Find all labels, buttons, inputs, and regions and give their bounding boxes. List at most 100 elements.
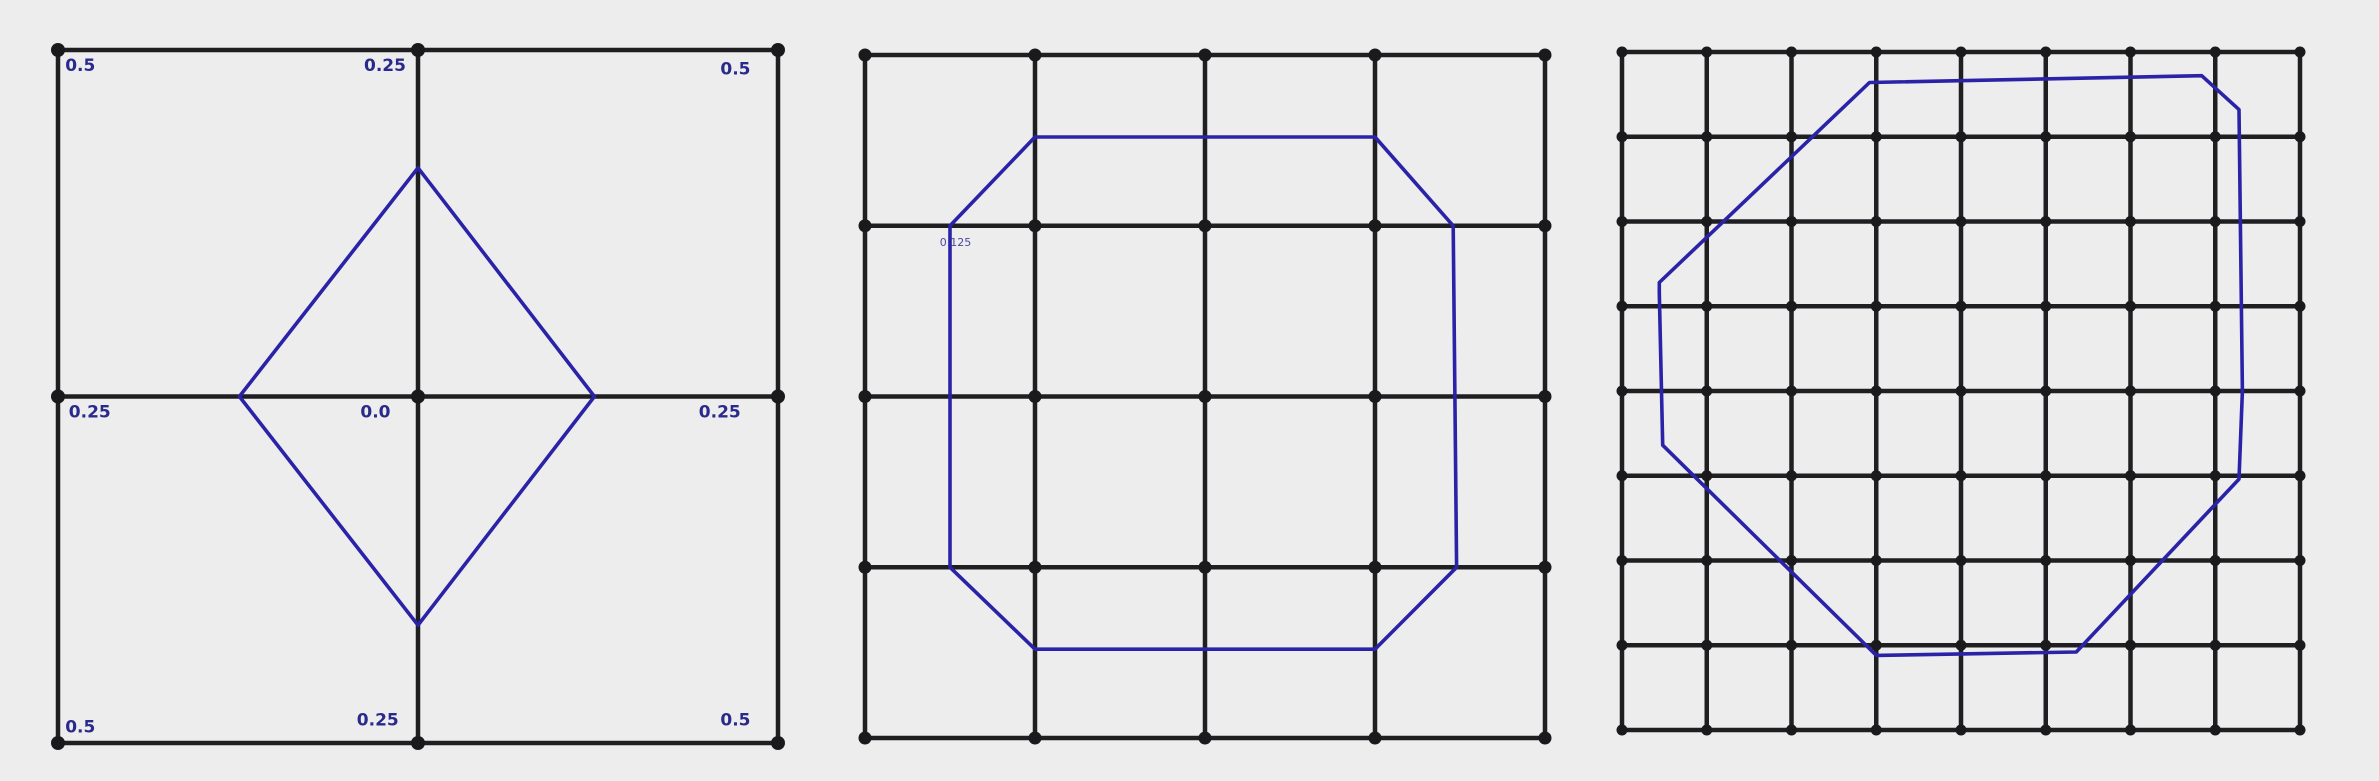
grid-nodes	[858, 48, 1552, 745]
grid-node	[1870, 470, 1882, 482]
grid-node	[1786, 724, 1797, 736]
grid-node	[1786, 46, 1797, 58]
grid-node	[2125, 385, 2136, 397]
grid-node	[411, 43, 425, 57]
grid-node	[1870, 385, 1882, 397]
grid-node	[1786, 639, 1797, 651]
grid-node	[51, 43, 65, 57]
grid-node	[1368, 560, 1382, 574]
node-value: 0.25	[699, 402, 741, 422]
grid-node	[1538, 560, 1552, 574]
grid-node	[1955, 555, 1967, 566]
grid-node	[1028, 219, 1042, 233]
grid-node	[1870, 216, 1882, 227]
grid-node	[1028, 731, 1042, 745]
grid-node	[1701, 300, 1713, 312]
grid-node	[2040, 639, 2052, 651]
grid-nodes	[51, 43, 785, 750]
grid-node	[1701, 131, 1713, 143]
grid-node	[1616, 639, 1628, 651]
node-value: 0.25	[69, 402, 111, 422]
grid-node	[1538, 731, 1552, 745]
grid-node	[858, 390, 872, 403]
grid-node	[2294, 470, 2306, 482]
grid-node	[51, 389, 65, 404]
grid-node	[2209, 300, 2221, 312]
grid-node	[2294, 555, 2306, 566]
grid-node	[1198, 48, 1212, 62]
node-value: 0.25	[364, 56, 406, 76]
contour-line	[948, 135, 1459, 652]
grid-node	[2125, 216, 2136, 227]
grid-node	[1786, 555, 1797, 566]
grid-node	[2125, 470, 2136, 482]
node-value: 0.0	[360, 402, 390, 422]
grid-node	[858, 219, 872, 233]
grid-node	[1955, 131, 1967, 143]
grid-node	[411, 389, 425, 404]
grid-node	[1368, 219, 1382, 233]
grid-node	[2125, 131, 2136, 143]
grid-node	[2294, 300, 2306, 312]
grid-node	[1786, 131, 1797, 143]
grid-node	[2294, 724, 2306, 736]
contour-polygon	[1657, 73, 2245, 658]
node-value: 0.125	[940, 236, 972, 249]
grid-node	[2294, 46, 2306, 58]
grid-node	[1701, 639, 1713, 651]
grid-node	[1028, 48, 1042, 62]
grid-node	[1701, 724, 1713, 736]
grid-node	[1538, 48, 1552, 62]
grid-node	[2209, 639, 2221, 651]
grid-node	[1786, 216, 1797, 227]
grid-node	[1955, 639, 1967, 651]
panel-medium-grid: 0.125	[858, 48, 1552, 745]
grid-node	[2040, 216, 2052, 227]
grid-node	[1955, 385, 1967, 397]
node-value: 0.5	[65, 718, 95, 738]
grid-node	[2294, 639, 2306, 651]
grid-node	[2209, 470, 2221, 482]
grid-node	[2209, 131, 2221, 143]
grid-node	[1955, 300, 1967, 312]
grid-node	[2040, 385, 2052, 397]
grid-node	[2040, 555, 2052, 566]
node-value-labels: 0.125	[940, 236, 972, 249]
grid-node	[1786, 385, 1797, 397]
node-value: 0.5	[720, 59, 750, 79]
grid-lines	[862, 52, 1548, 741]
grid-node	[1870, 724, 1882, 736]
grid-node	[1538, 390, 1552, 403]
grid-node	[2209, 724, 2221, 736]
grid-node	[1870, 46, 1882, 58]
grid-node	[1028, 560, 1042, 574]
contour-line	[1657, 73, 2245, 658]
grid-node	[1786, 300, 1797, 312]
grid-node	[1701, 216, 1713, 227]
panel-fine-grid	[1616, 46, 2306, 736]
grid-node	[1368, 731, 1382, 745]
grid-node	[858, 731, 872, 745]
grid-node	[1870, 555, 1882, 566]
grid-node	[2040, 470, 2052, 482]
grid-node	[771, 736, 785, 750]
grid-node	[2040, 300, 2052, 312]
node-value: 0.25	[357, 711, 399, 731]
grid-node	[1701, 555, 1713, 566]
grid-node	[2125, 724, 2136, 736]
grid-node	[51, 736, 65, 750]
grid-node	[1616, 470, 1628, 482]
grid-node	[2209, 46, 2221, 58]
grid-node	[2294, 131, 2306, 143]
grid-node	[1616, 216, 1628, 227]
grid-node	[1955, 724, 1967, 736]
node-value: 0.5	[720, 711, 750, 731]
grid-node	[1786, 470, 1797, 482]
node-value-labels: 0.5 0.25 0.5 0.25 0.0 0.25 0.5 0.25 0.5	[65, 56, 750, 738]
grid-node	[1198, 560, 1212, 574]
grid-node	[1198, 390, 1212, 403]
grid-node	[1616, 385, 1628, 397]
grid-node	[2125, 46, 2136, 58]
